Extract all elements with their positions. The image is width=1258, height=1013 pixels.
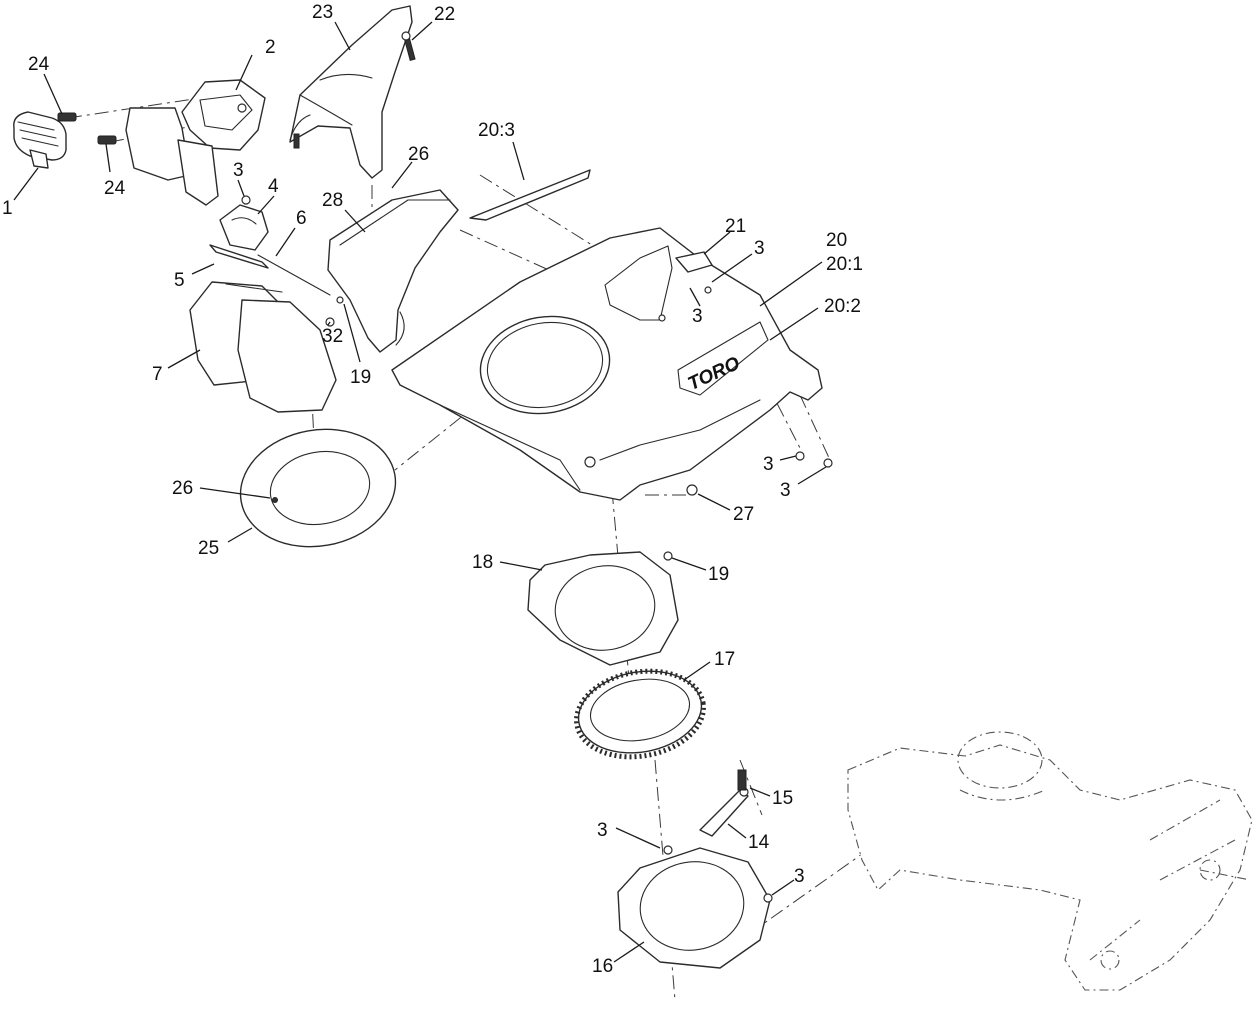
part-25-bearing-ring: [239, 428, 397, 548]
callout-20-1: 20:1: [826, 254, 863, 275]
part-14-latch: [699, 787, 749, 837]
callout-17: 17: [714, 649, 735, 670]
callout-19: 19: [708, 564, 729, 585]
callout-27: 27: [733, 504, 754, 525]
callout-26: 26: [172, 478, 193, 499]
part-16-base-plate: [617, 845, 773, 969]
callout-5: 5: [174, 270, 185, 291]
callout-24: 24: [28, 54, 50, 75]
leader-lines: [13, 21, 827, 963]
callout-2: 2: [265, 37, 276, 58]
part-18-mount-plate: [527, 551, 679, 666]
part-23-upper-chute: [289, 5, 413, 179]
callout-3: 3: [754, 238, 765, 259]
callout-7: 7: [152, 364, 163, 385]
callout-3: 3: [692, 306, 703, 327]
callout-3: 3: [794, 866, 805, 887]
callout-20: 20: [826, 230, 847, 251]
callout-20-2: 20:2: [824, 296, 861, 317]
callout-32: 32: [322, 326, 343, 347]
callout-24: 24: [104, 178, 126, 199]
callout-6: 6: [296, 208, 307, 229]
part-15-spring: [737, 769, 747, 791]
callout-1: 1: [2, 198, 13, 219]
callout-19: 19: [350, 367, 371, 388]
part-24-springs: [57, 112, 117, 145]
part-4-pivot-bracket: [219, 195, 269, 251]
part-17-gear-ring: [574, 668, 706, 760]
hardware-bolts-right: [686, 451, 833, 496]
callout-16: 16: [592, 956, 613, 977]
callout-3: 3: [597, 820, 608, 841]
part-20-housing: [391, 227, 823, 501]
auger-housing-reference: [847, 731, 1253, 991]
part-20-3-strip: [469, 169, 591, 221]
callout-22: 22: [434, 4, 455, 25]
part-1-knob: [13, 111, 67, 169]
callout-3: 3: [763, 454, 774, 475]
callout-3: 3: [233, 160, 244, 181]
callout-25: 25: [198, 538, 219, 559]
callout-15: 15: [772, 788, 793, 809]
part-7-deflector: [189, 281, 337, 413]
callout-23: 23: [312, 2, 333, 23]
callout-28: 28: [322, 190, 343, 211]
part-6-rod: [257, 254, 331, 296]
callout-14: 14: [748, 832, 770, 853]
part-2-control-housing: [125, 79, 266, 206]
callouts: 1 2 24 24 23 22 3 4 6 5 7 28 26 32 19 20…: [2, 2, 863, 977]
callout-4: 4: [268, 176, 279, 197]
callout-20-3: 20:3: [478, 120, 515, 141]
part-22-bolt: [401, 31, 416, 61]
callout-21: 21: [725, 216, 746, 237]
part-5-plate: [209, 244, 269, 269]
callout-18: 18: [472, 552, 493, 573]
callout-3: 3: [780, 480, 791, 501]
callout-26: 26: [408, 144, 429, 165]
part-21-bracket: [658, 251, 713, 322]
part-28-lower-chute: [325, 189, 459, 353]
